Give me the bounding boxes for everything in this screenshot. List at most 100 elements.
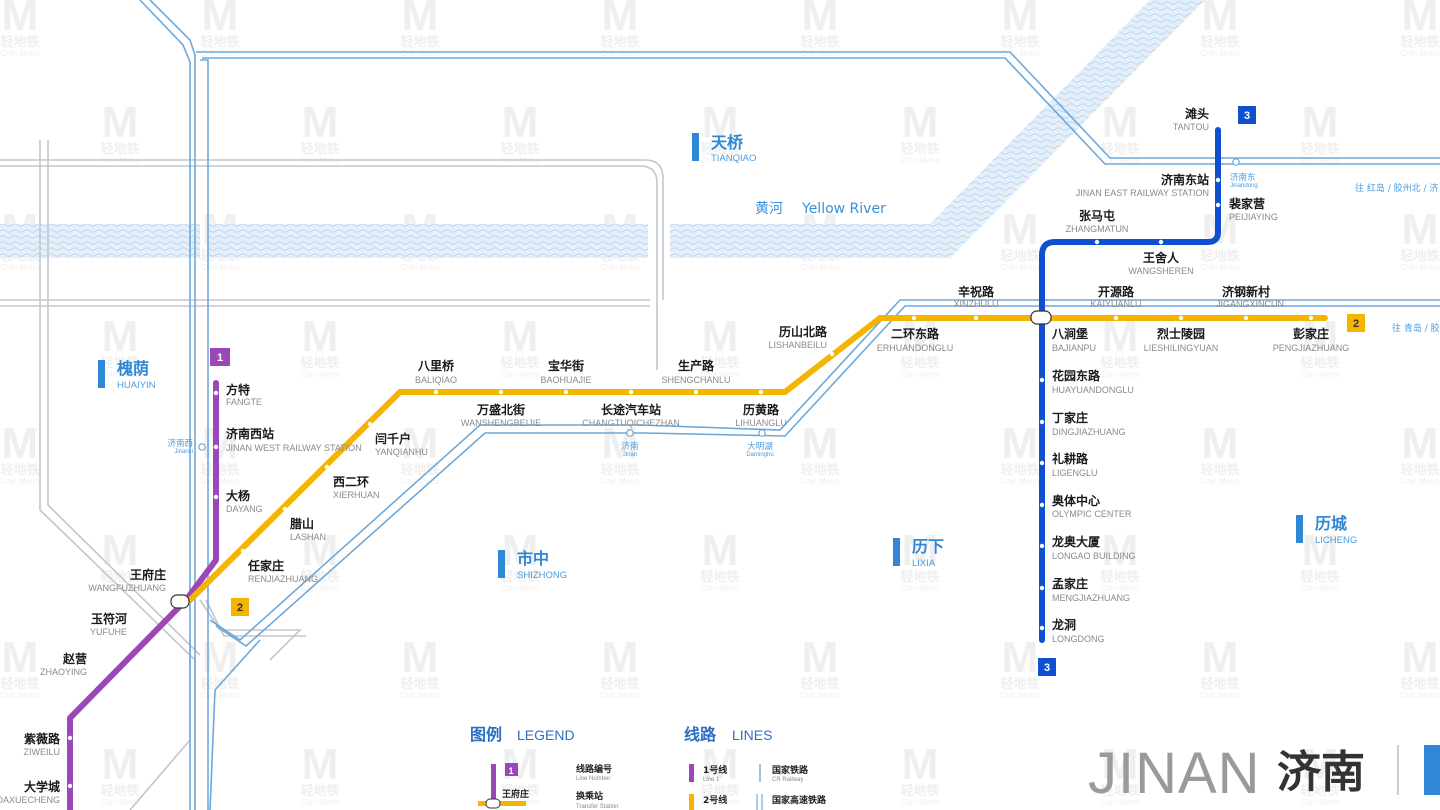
svg-text:闫千户: 闫千户 — [375, 431, 411, 446]
svg-text:孟家庄: 孟家庄 — [1052, 576, 1088, 591]
watermark-text: 轻地铁 — [1300, 141, 1339, 157]
svg-text:KAIYUANLU: KAIYUANLU — [1090, 299, 1141, 309]
watermark-mark: M — [502, 312, 539, 361]
watermark-mark: M — [1202, 0, 1239, 40]
watermark-mark: M — [702, 740, 739, 789]
watermark-text: 轻地铁 — [1300, 783, 1339, 799]
watermark-mark: M — [402, 419, 439, 468]
watermark-mark: M — [902, 526, 939, 575]
watermark-text: 轻地铁 — [800, 676, 839, 692]
watermark-text: 轻地铁 — [900, 355, 939, 371]
svg-text:花园东路: 花园东路 — [1052, 368, 1101, 383]
watermark-sub: Chin Metro — [500, 584, 540, 593]
svg-text:济钢新村: 济钢新村 — [1222, 284, 1270, 299]
watermark-text: 轻地铁 — [400, 676, 439, 692]
watermark-text: 轻地铁 — [100, 355, 139, 371]
watermark-sub: Chin Metro — [1200, 49, 1240, 58]
watermark-text: 轻地铁 — [900, 141, 939, 157]
svg-text:JINAN WEST RAILWAY STATION: JINAN WEST RAILWAY STATION — [226, 443, 362, 453]
svg-text:ZHANGMATUN: ZHANGMATUN — [1066, 224, 1129, 234]
watermark-sub: Chin Metro — [1300, 584, 1340, 593]
svg-text:西二环: 西二环 — [333, 475, 369, 489]
watermark-sub: Chin Metro — [200, 691, 240, 700]
watermark-text: 轻地铁 — [100, 141, 139, 157]
svg-text:任家庄: 任家庄 — [247, 558, 284, 573]
svg-text:济南东: 济南东 — [1230, 172, 1256, 183]
svg-text:线路编号: 线路编号 — [576, 763, 612, 775]
svg-text:HUAYUANDONGLU: HUAYUANDONGLU — [1052, 385, 1134, 395]
svg-text:SHIZHONG: SHIZHONG — [517, 570, 567, 581]
watermark-text: 轻地铁 — [1100, 569, 1139, 585]
watermark-sub: Chin Metro — [1000, 263, 1040, 272]
svg-text:HUAIYIN: HUAIYIN — [117, 380, 156, 391]
svg-text:龙洞: 龙洞 — [1052, 617, 1076, 632]
svg-text:丁家庄: 丁家庄 — [1052, 410, 1088, 425]
watermark-sub: Chin Metro — [600, 477, 640, 486]
watermark-text: 轻地铁 — [1400, 34, 1439, 50]
svg-text:济南: 济南 — [621, 441, 638, 452]
station-dot — [1113, 315, 1119, 321]
watermark-sub: Chin Metro — [1000, 49, 1040, 58]
station-dot — [1039, 460, 1045, 466]
watermark-mark: M — [1402, 419, 1439, 468]
svg-text:大学城: 大学城 — [24, 779, 60, 794]
station-dot — [433, 389, 439, 395]
svg-text:BAJIANPU: BAJIANPU — [1052, 343, 1096, 353]
watermark-mark: M — [402, 633, 439, 682]
svg-text:JINAN EAST RAILWAY STATION: JINAN EAST RAILWAY STATION — [1076, 188, 1209, 198]
district-labels: 天桥 TIANQIAO 槐荫 HUAIYIN 市中 SHIZHONG 历下 LI… — [98, 133, 1357, 581]
watermark-mark: M — [102, 98, 139, 147]
district-huaiyin: 槐荫 — [116, 359, 149, 378]
svg-text:八里桥: 八里桥 — [417, 358, 455, 373]
svg-text:OLYMPIC CENTER: OLYMPIC CENTER — [1052, 509, 1132, 519]
watermark-sub: Chin Metro — [1200, 691, 1240, 700]
svg-text:王府庄: 王府庄 — [502, 788, 529, 800]
svg-text:BALIQIAO: BALIQIAO — [415, 375, 457, 385]
watermark-text: 轻地铁 — [800, 462, 839, 478]
watermark-sub: Chin Metro — [1400, 477, 1440, 486]
svg-text:WANGSHEREN: WANGSHEREN — [1128, 266, 1193, 276]
svg-text:PEIJIAYING: PEIJIAYING — [1229, 212, 1278, 222]
station-dot — [693, 389, 699, 395]
station-labels: 滩头 TANTOU 济南东站 JINAN EAST RAILWAY STATIO… — [0, 106, 1349, 805]
rail-station-labels: 济南东 Jinandong 济南西 Jinanxi 济南 Jinan 大明湖 D… — [167, 172, 1257, 458]
destination-east-1: 往 红岛 / 胶州北 / 济 — [1355, 182, 1438, 194]
watermark-mark: M — [602, 633, 639, 682]
watermark-sub: Chin Metro — [100, 370, 140, 379]
badge-line-3-north: 3 — [1244, 110, 1250, 122]
watermark-sub: Chin Metro — [1400, 49, 1440, 58]
station-dot — [628, 389, 634, 395]
svg-text:LIGENGLU: LIGENGLU — [1052, 468, 1098, 478]
watermark-mark: M — [902, 98, 939, 147]
watermark-mark: M — [1402, 0, 1439, 40]
station-dot — [1039, 543, 1045, 549]
map-title: JINAN 济南 — [1088, 741, 1440, 806]
watermark-mark: M — [802, 0, 839, 40]
watermark-sub: Chin Metro — [800, 263, 840, 272]
watermark-text: 轻地铁 — [1000, 462, 1039, 478]
svg-text:RENJIAZHUANG: RENJIAZHUANG — [248, 574, 318, 584]
svg-text:DINGJIAZHUANG: DINGJIAZHUANG — [1052, 427, 1126, 437]
watermark-text: 轻地铁 — [0, 462, 39, 478]
svg-text:WANGFUZHUANG: WANGFUZHUANG — [88, 583, 166, 593]
svg-text:YANQIANHU: YANQIANHU — [375, 447, 428, 457]
svg-text:辛祝路: 辛祝路 — [958, 284, 995, 299]
svg-text:玉符河: 玉符河 — [91, 611, 127, 626]
svg-text:LIXIA: LIXIA — [912, 558, 936, 569]
station-dot — [213, 494, 219, 500]
svg-text:TANTOU: TANTOU — [1173, 122, 1209, 132]
station-dots — [67, 112, 1314, 789]
svg-text:大杨: 大杨 — [226, 488, 250, 503]
station-dot — [563, 389, 569, 395]
station-dot — [911, 315, 917, 321]
station-dot — [829, 351, 835, 357]
svg-text:LEGEND: LEGEND — [517, 727, 575, 743]
watermark-mark: M — [1202, 633, 1239, 682]
watermark-mark: M — [1402, 633, 1439, 682]
svg-text:大明湖: 大明湖 — [747, 441, 773, 452]
destination-east-2: 往 青岛 / 胶 — [1392, 322, 1440, 334]
watermark-mark: M — [502, 526, 539, 575]
watermark-mark: M — [1402, 205, 1439, 254]
watermark-mark: M — [202, 633, 239, 682]
watermark-text: 轻地铁 — [1300, 355, 1339, 371]
